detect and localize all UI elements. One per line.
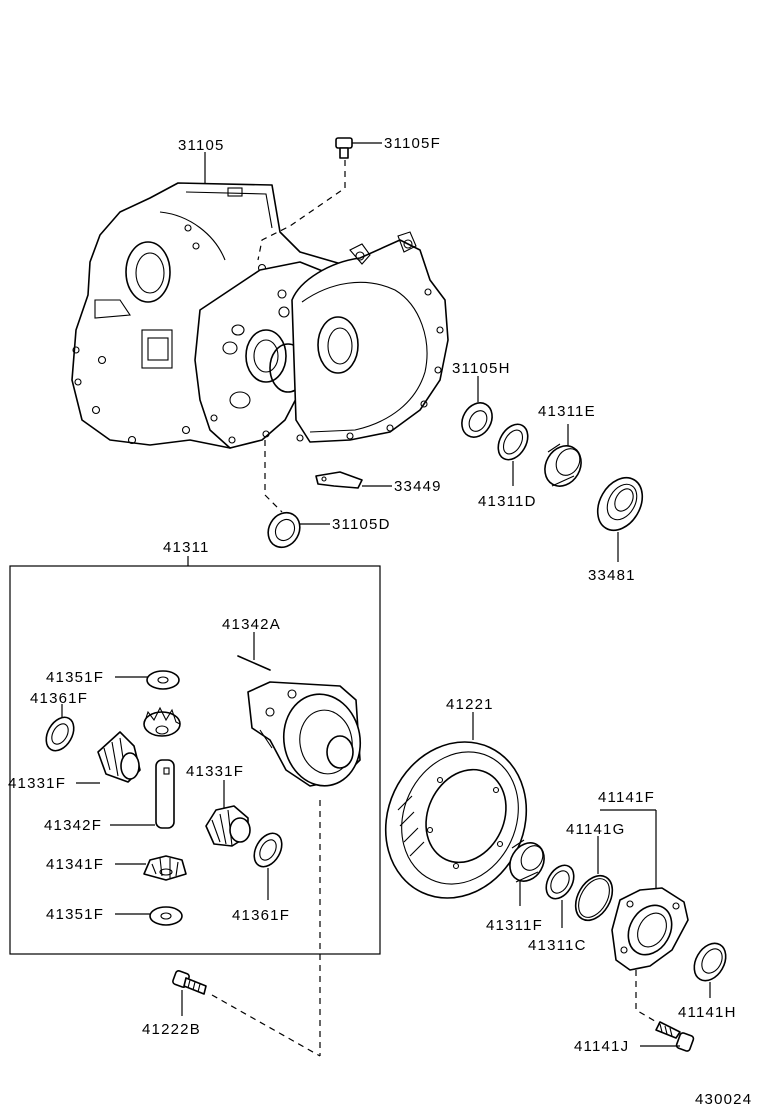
thrust-washer-41361F-middle[interactable]	[249, 828, 288, 871]
label-41341F: 41341F	[46, 856, 104, 873]
side-gear-41331F-left[interactable]	[97, 731, 141, 783]
label-41342A: 41342A	[222, 616, 281, 633]
pinion-pin-41342A[interactable]	[237, 655, 271, 671]
label-31105F: 31105F	[384, 135, 441, 152]
oil-seal-33481[interactable]	[589, 470, 652, 538]
label-41311C: 41311C	[528, 937, 587, 954]
label-31105: 31105	[178, 137, 225, 154]
differential-case[interactable]	[247, 681, 367, 792]
thrust-washer-41351F-bottom[interactable]	[149, 906, 183, 926]
label-41351F-top: 41351F	[46, 669, 104, 686]
label-41361F-left: 41361F	[30, 690, 88, 707]
label-31105D: 31105D	[332, 516, 391, 533]
label-41141F: 41141F	[598, 789, 655, 806]
bracket-33449[interactable]	[315, 471, 363, 489]
transaxle-case-illustration[interactable]	[71, 182, 449, 449]
shim-41311C[interactable]	[541, 860, 580, 903]
ring-gear-41221[interactable]	[361, 719, 552, 921]
label-41222B: 41222B	[142, 1021, 201, 1038]
label-33449: 33449	[394, 478, 442, 495]
label-41141J: 41141J	[574, 1038, 629, 1055]
bearing-41311E[interactable]	[538, 439, 588, 492]
label-31105H: 31105H	[452, 360, 511, 377]
label-41311: 41311	[163, 539, 210, 556]
bolt-41222B[interactable]	[172, 970, 207, 995]
label-41311E: 41311E	[538, 403, 596, 420]
oil-seal-31105D[interactable]	[262, 507, 306, 553]
label-41361F-middle: 41361F	[232, 907, 290, 924]
pinion-gear-upper[interactable]	[143, 706, 181, 737]
label-41141H: 41141H	[678, 1004, 737, 1021]
bearing-41311F[interactable]	[503, 837, 551, 888]
label-41331F-left: 41331F	[8, 775, 66, 792]
drain-plug-31105F[interactable]	[335, 137, 353, 159]
label-41221: 41221	[446, 696, 494, 713]
label-41351F-bottom: 41351F	[46, 906, 104, 923]
label-41342F: 41342F	[44, 817, 102, 834]
bearing-retainer-41141F[interactable]	[611, 887, 689, 971]
pinion-gear-41341F[interactable]	[143, 855, 187, 881]
oil-seal-31105H[interactable]	[456, 397, 498, 442]
label-41311D: 41311D	[478, 493, 537, 510]
diagram-reference-code: 430024	[695, 1091, 752, 1108]
shim-41311D[interactable]	[492, 419, 534, 465]
side-gear-41331F-middle[interactable]	[205, 805, 251, 847]
differential-assembly-box	[9, 565, 381, 955]
thrust-washer-41351F-top[interactable]	[146, 670, 180, 690]
o-ring-41141G[interactable]	[568, 869, 620, 927]
label-41311F: 41311F	[486, 917, 543, 934]
bolt-41141J[interactable]	[655, 1021, 695, 1052]
thrust-washer-41361F-left[interactable]	[41, 712, 80, 755]
oil-seal-41141H[interactable]	[688, 938, 732, 987]
label-41141G: 41141G	[566, 821, 625, 838]
label-33481: 33481	[588, 567, 636, 584]
label-41331F-middle: 41331F	[186, 763, 244, 780]
pinion-shaft-41342F[interactable]	[155, 759, 175, 829]
